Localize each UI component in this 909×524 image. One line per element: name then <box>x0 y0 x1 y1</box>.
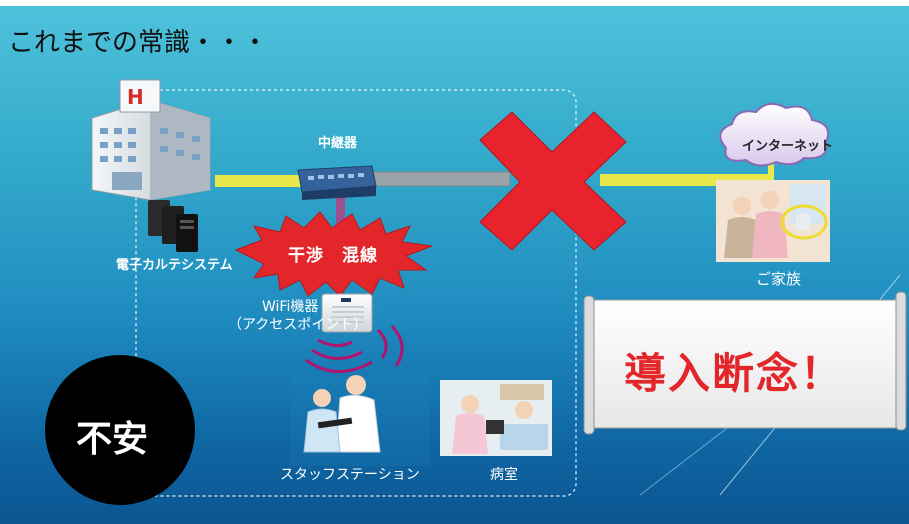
wifi-label-2: （アクセスポイント） <box>228 317 368 333</box>
page-title: これまでの常識・・・ <box>8 28 269 58</box>
interference-label: 干渉 混線 <box>288 246 378 266</box>
top-strip <box>0 0 909 6</box>
patient-icon <box>440 380 552 456</box>
hospital-icon: H <box>91 79 211 201</box>
staff-station-label: スタッフステーション <box>280 467 420 483</box>
ward-label: 病室 <box>490 467 518 483</box>
interference-burst <box>234 211 433 297</box>
anxiety-circle <box>45 355 195 505</box>
wifi-label-1: WiFi機器 <box>262 299 319 315</box>
svg-text:H: H <box>127 85 144 109</box>
anxiety-label: 不安 <box>76 419 149 460</box>
network-boundary <box>135 89 577 497</box>
family-icon <box>716 180 830 262</box>
cable-drop <box>768 164 774 188</box>
give-up-label: 導入断念！ <box>624 349 845 398</box>
wave-icon <box>305 324 404 373</box>
staff-icon <box>290 375 430 466</box>
server-icon <box>148 200 198 252</box>
cable-relay-out <box>369 171 511 187</box>
family-label: ご家族 <box>756 270 802 288</box>
cable-hospital-relay <box>215 175 305 187</box>
cloud-icon <box>719 102 830 167</box>
relay-label: 中継器 <box>318 136 358 151</box>
give-up-banner <box>583 291 907 435</box>
switch-icon <box>297 165 377 200</box>
internet-label: インターネット <box>742 139 834 154</box>
access-point-icon <box>321 293 373 333</box>
cross-icon <box>479 111 627 251</box>
ehr-label: 電子カルテシステム <box>116 258 233 273</box>
